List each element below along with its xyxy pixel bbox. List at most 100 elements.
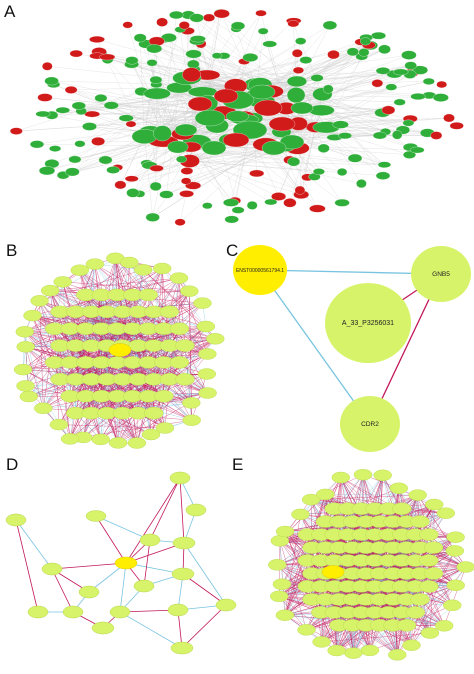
mrna-node bbox=[316, 489, 334, 500]
mrna-node bbox=[183, 415, 201, 426]
downregulated-node bbox=[190, 14, 204, 23]
upregulated-node bbox=[249, 170, 264, 177]
downregulated-node bbox=[265, 199, 278, 205]
downregulated-node bbox=[226, 111, 249, 122]
upregulated-node bbox=[292, 49, 302, 57]
mrna-node bbox=[175, 340, 194, 352]
node-label: ENST00000561794.1 bbox=[236, 268, 284, 274]
mrna-node bbox=[92, 434, 110, 445]
upregulated-node bbox=[450, 122, 464, 129]
downregulated-node bbox=[288, 157, 300, 166]
negative-edge bbox=[280, 541, 285, 615]
downregulated-node bbox=[291, 102, 313, 114]
mrna-node bbox=[424, 568, 443, 580]
downregulated-node bbox=[134, 34, 146, 42]
mrna-node bbox=[20, 391, 38, 402]
mrna-node bbox=[170, 323, 189, 335]
upregulated-node bbox=[157, 18, 168, 27]
network-edge bbox=[190, 161, 301, 195]
upregulated-node bbox=[89, 36, 104, 43]
downregulated-node bbox=[144, 88, 171, 99]
upregulated-node bbox=[269, 117, 295, 131]
downregulated-node bbox=[150, 182, 161, 191]
mrna-node bbox=[170, 356, 189, 368]
upregulated-node bbox=[256, 10, 267, 16]
mrna-node bbox=[14, 364, 32, 375]
downregulated-node bbox=[287, 76, 307, 87]
mrna-node bbox=[128, 438, 146, 449]
node-label: A_33_P3256031 bbox=[342, 320, 394, 327]
panel-a-network bbox=[10, 9, 464, 225]
downregulated-node bbox=[160, 191, 174, 199]
mrna-node bbox=[197, 321, 215, 332]
panel-a-nodes bbox=[10, 9, 464, 225]
mrna-node bbox=[268, 559, 286, 570]
mrna-node bbox=[425, 499, 443, 510]
downregulated-node bbox=[132, 129, 157, 144]
lncrna-hub-node bbox=[109, 344, 131, 357]
panel-d-nodes bbox=[6, 472, 236, 654]
panel-d-label: D bbox=[6, 455, 18, 475]
upregulated-node bbox=[181, 167, 193, 174]
downregulated-node bbox=[188, 87, 217, 97]
mrna-node bbox=[41, 285, 59, 296]
mrna-node bbox=[313, 636, 331, 647]
mrna-node bbox=[298, 624, 316, 635]
downregulated-node bbox=[411, 93, 426, 100]
downregulated-node bbox=[202, 203, 212, 209]
mrna-node bbox=[421, 628, 439, 639]
negative-edge bbox=[120, 612, 182, 648]
mrna-node bbox=[54, 276, 72, 287]
upregulated-node bbox=[42, 62, 52, 70]
downregulated-node bbox=[39, 166, 55, 175]
mrna-node bbox=[120, 257, 138, 268]
downregulated-node bbox=[323, 85, 333, 94]
mrna-node bbox=[273, 579, 291, 590]
mrna-node bbox=[276, 610, 294, 621]
upregulated-node bbox=[372, 79, 383, 87]
upregulated-node bbox=[179, 190, 193, 197]
upregulated-node bbox=[214, 9, 230, 18]
mrna-node bbox=[198, 369, 216, 380]
mrna-node bbox=[411, 593, 430, 605]
mrna-node bbox=[344, 648, 362, 659]
mrna-node bbox=[390, 483, 408, 494]
mrna-node bbox=[328, 645, 346, 656]
upregulated-node bbox=[38, 94, 53, 102]
positive-edge bbox=[16, 520, 38, 612]
downregulated-node bbox=[195, 110, 225, 126]
mrna-node bbox=[447, 532, 465, 543]
downregulated-node bbox=[212, 53, 222, 59]
downregulated-node bbox=[347, 48, 359, 56]
downregulated-node bbox=[359, 48, 370, 56]
downregulated-node bbox=[95, 94, 107, 102]
downregulated-node bbox=[126, 188, 139, 197]
mrna-node bbox=[332, 472, 350, 483]
mrna-node bbox=[291, 509, 309, 520]
node-label: GNB5 bbox=[432, 271, 450, 278]
downregulated-node bbox=[337, 168, 347, 176]
mrna-node bbox=[443, 600, 461, 611]
upregulated-node bbox=[188, 97, 212, 111]
mrna-node bbox=[154, 390, 173, 402]
mrna-node bbox=[79, 586, 99, 598]
mrna-node bbox=[198, 349, 216, 360]
mrna-node bbox=[388, 649, 406, 660]
upregulated-node bbox=[382, 106, 395, 115]
downregulated-node bbox=[107, 166, 120, 173]
downregulated-node bbox=[378, 162, 391, 168]
mrna-node bbox=[276, 526, 294, 537]
upregulated-node bbox=[91, 137, 104, 145]
mrna-node bbox=[142, 429, 160, 440]
downregulated-node bbox=[168, 141, 189, 153]
mrna-node bbox=[144, 407, 163, 419]
downregulated-node bbox=[403, 120, 414, 126]
downregulated-node bbox=[373, 132, 387, 139]
mrna-node bbox=[170, 472, 190, 484]
downregulated-node bbox=[36, 111, 51, 117]
downregulated-node bbox=[356, 179, 366, 188]
mrna-node bbox=[42, 563, 62, 575]
upregulated-node bbox=[284, 198, 297, 207]
downregulated-node bbox=[104, 102, 119, 110]
